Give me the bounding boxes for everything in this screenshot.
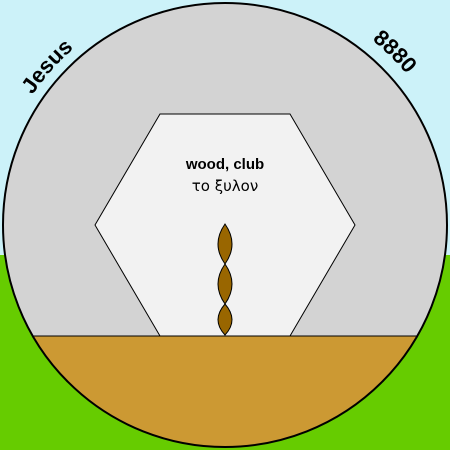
emblem-title: wood, club — [185, 156, 265, 173]
emblem-subtitle: το ξυλον — [191, 177, 259, 195]
wooden-staff-icon — [217, 223, 233, 336]
